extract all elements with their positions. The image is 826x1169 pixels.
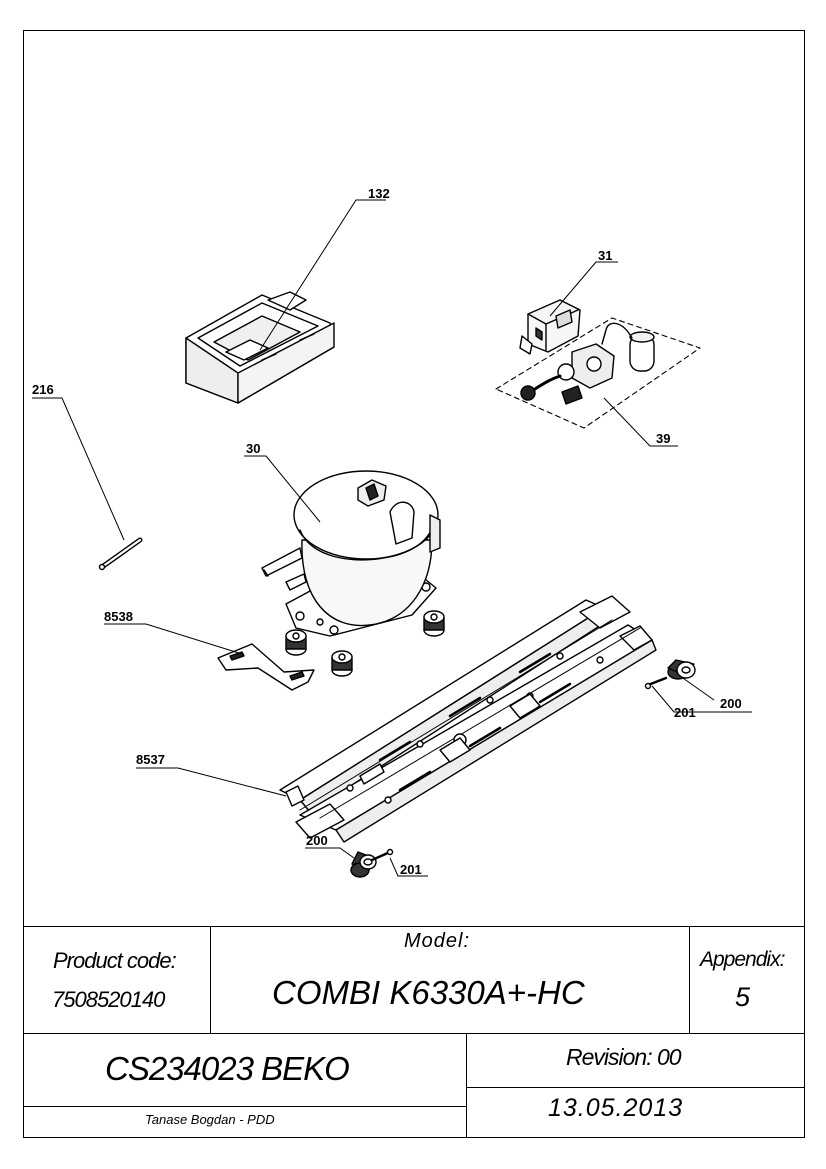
product-code: 7508520140 — [52, 987, 165, 1012]
callout-201-bottom: 201 — [400, 862, 422, 877]
document-id: CS234023 BEKO — [105, 1050, 350, 1087]
appendix-number: 5 — [735, 982, 751, 1012]
divider — [466, 1087, 805, 1088]
callout-132: 132 — [368, 186, 390, 201]
divider — [689, 926, 690, 1033]
title-block-top-line — [23, 926, 805, 927]
part-39-electrical-kit — [495, 317, 701, 429]
part-8537-base-frame — [279, 595, 657, 843]
callout-39: 39 — [656, 431, 670, 446]
grommet — [331, 650, 353, 677]
model-label: Model: — [404, 930, 471, 952]
grommets — [285, 610, 445, 677]
divider — [210, 926, 211, 1033]
author: Tanase Bogdan - PDD — [145, 1112, 275, 1127]
divider — [466, 1033, 467, 1138]
product-code-label: Product code: — [53, 948, 177, 973]
callout-8538: 8538 — [104, 609, 133, 624]
drawing-frame — [23, 30, 805, 1138]
part-30-compressor — [261, 470, 441, 637]
part-200-feet-right — [667, 659, 696, 680]
grommet — [423, 610, 445, 637]
callout-30: 30 — [246, 441, 260, 456]
callout-8537: 8537 — [136, 752, 165, 767]
date: 13.05.2013 — [548, 1094, 684, 1122]
leader-lines — [32, 199, 752, 877]
divider — [23, 1033, 805, 1034]
grommet — [285, 629, 307, 656]
part-31-relay-cover — [519, 299, 581, 355]
callout-201-right: 201 — [674, 705, 696, 720]
callout-200-right: 200 — [720, 696, 742, 711]
part-201-screw-bottom — [370, 848, 394, 862]
part-132-cover — [185, 291, 335, 404]
callout-200-bottom: 200 — [306, 833, 328, 848]
callout-216: 216 — [32, 382, 54, 397]
model-name: COMBI K6330A+-HC — [272, 974, 585, 1011]
divider — [23, 1106, 466, 1107]
appendix-label: Appendix: — [700, 948, 785, 971]
revision: Revision: 00 — [566, 1044, 682, 1070]
part-201-screw-right — [644, 676, 668, 690]
part-200-feet-bottom — [350, 851, 377, 878]
part-216-pin — [98, 537, 143, 571]
part-8538-plate — [217, 643, 315, 691]
callout-31: 31 — [598, 248, 612, 263]
callout-labels: 132 31 39 216 30 8538 201 200 8537 200 2… — [32, 186, 742, 877]
